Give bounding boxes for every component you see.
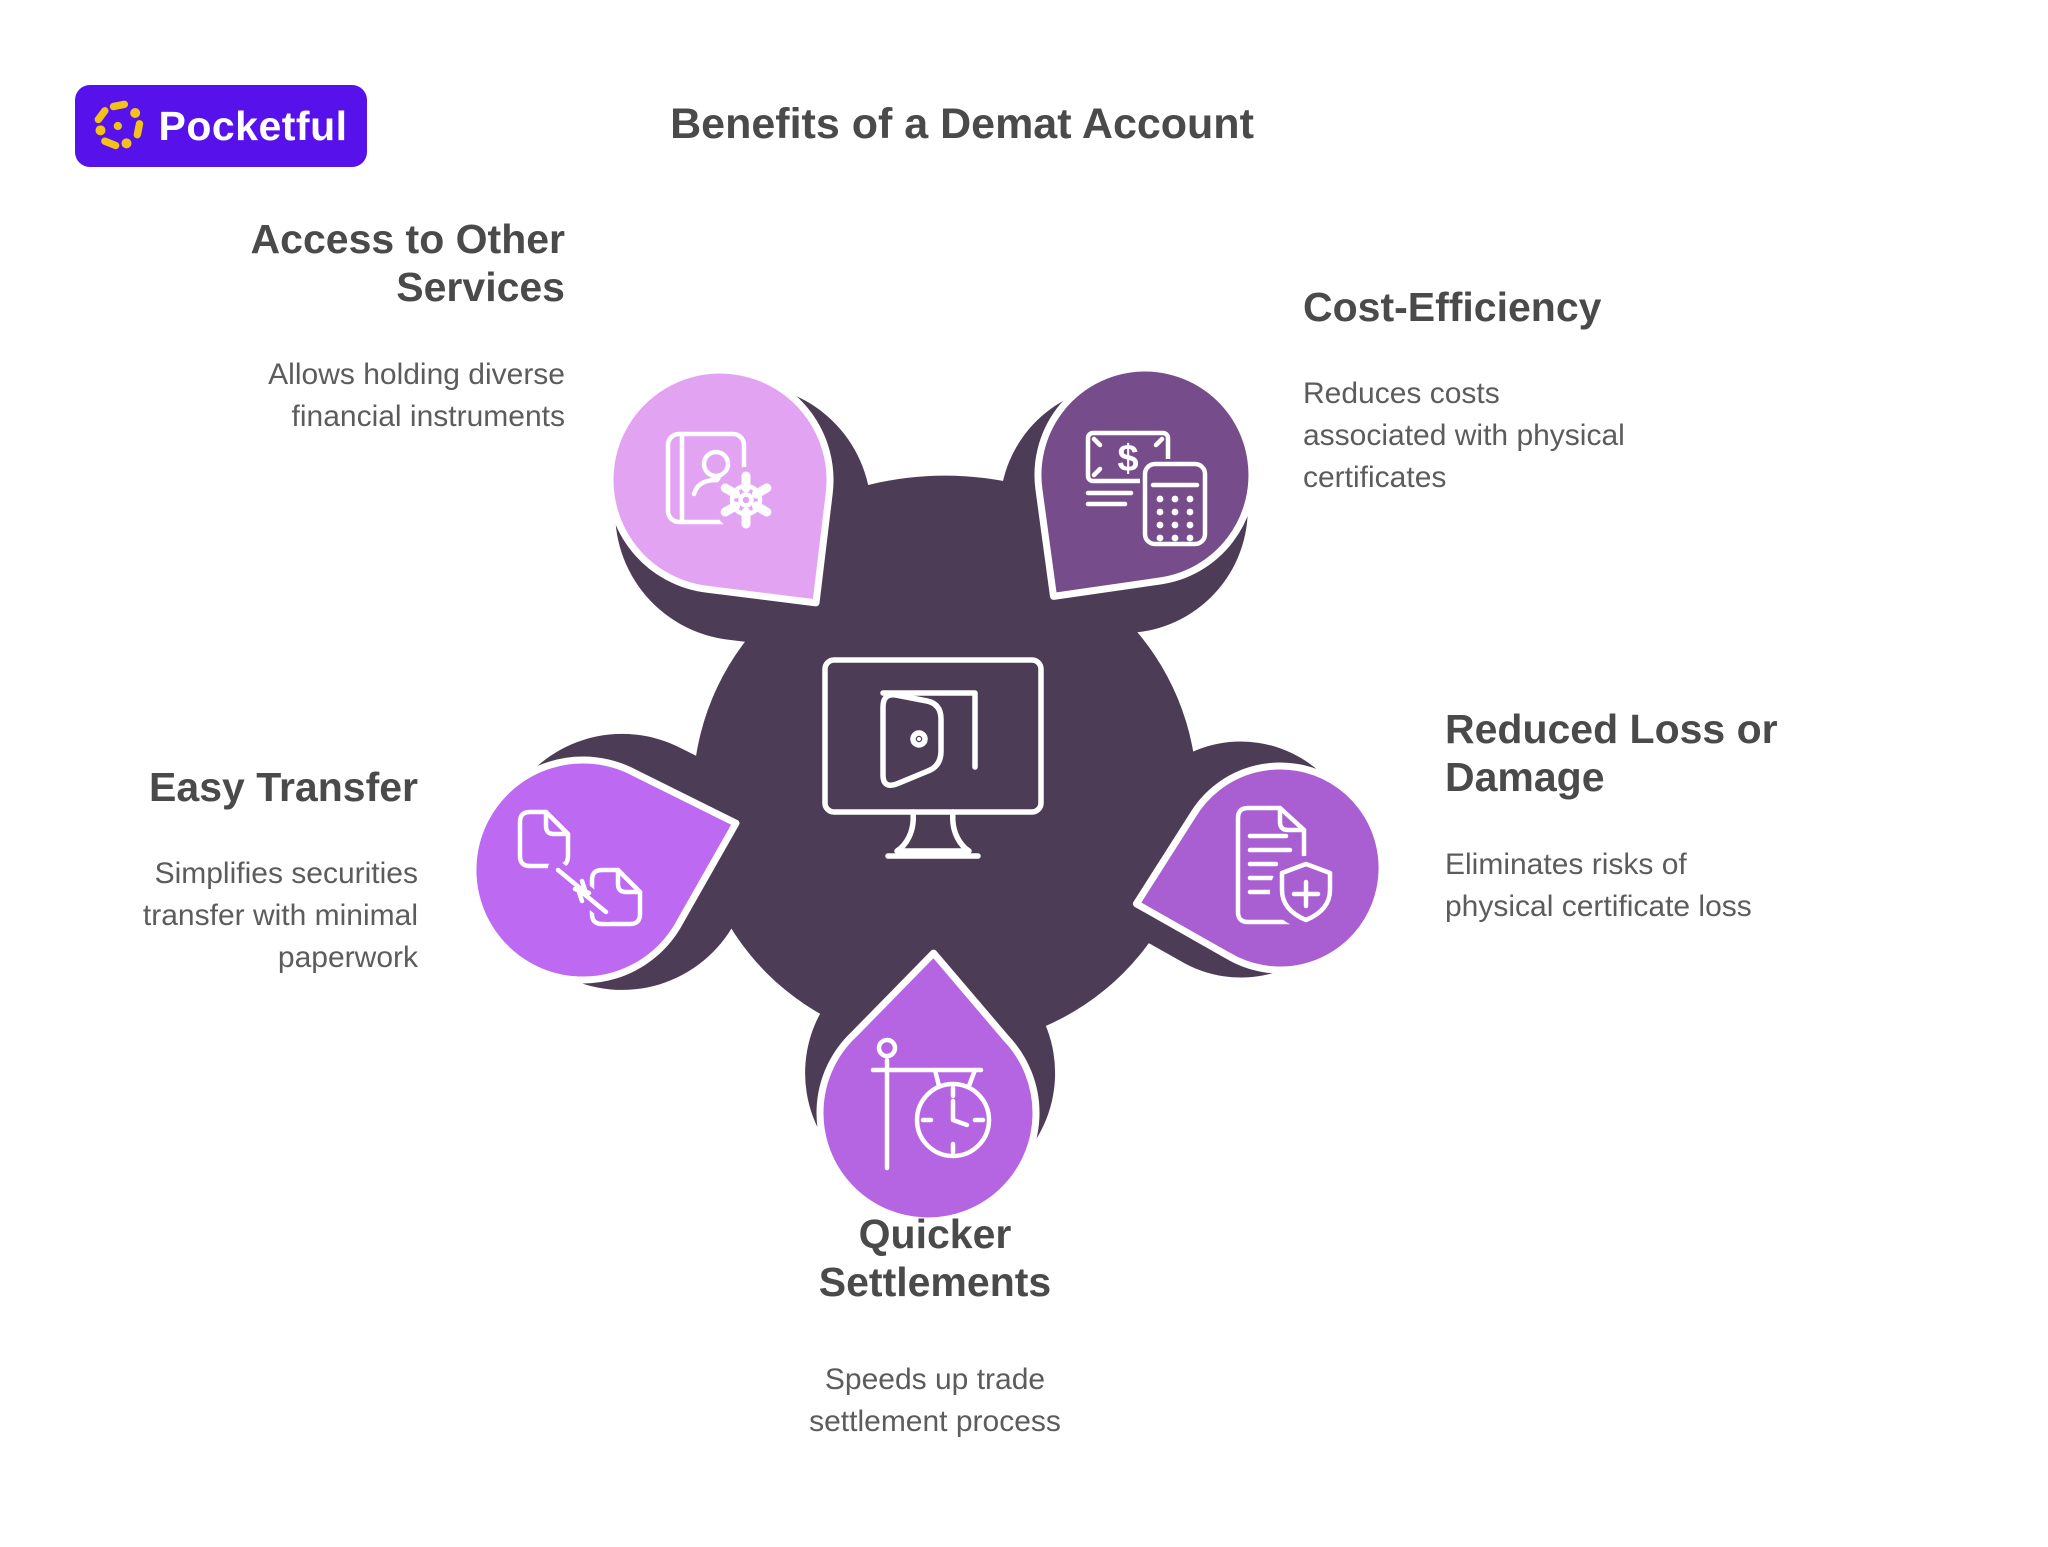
page-title: Benefits of a Demat Account <box>670 100 1254 148</box>
transfer-documents-icon <box>517 809 643 927</box>
petal-quicker-settlements <box>816 949 1040 1225</box>
starburst-logo-icon <box>95 100 144 150</box>
benefit-description: Simplifies securities transfer with mini… <box>142 857 418 975</box>
benefit-easy-transfer: Easy Transfer Simplifies securities tran… <box>40 763 418 979</box>
benefit-description: Speeds up trade settlement process <box>809 1362 1061 1438</box>
benefit-title: Access to Other Services <box>250 216 565 311</box>
logo-wordmark: Pocketful <box>158 102 348 149</box>
benefit-title: Quicker Settlements <box>818 1211 1052 1306</box>
contact-book-gear-icon <box>665 431 779 533</box>
benefit-title: Cost-Efficiency <box>1303 284 1602 330</box>
benefit-access-services: Access to Other Services Allows holding … <box>100 215 565 438</box>
demat-monitor-door-icon <box>822 657 1044 859</box>
benefit-reduced-loss: Reduced Loss or Damage Eliminates risks … <box>1445 705 1905 928</box>
benefit-title: Easy Transfer <box>149 764 418 810</box>
benefit-quicker-settlements: Quicker Settlements Speeds up trade sett… <box>665 1210 1205 1443</box>
benefit-description: Allows holding diverse financial instrum… <box>268 357 565 433</box>
benefit-description: Reduces costs associated with physical c… <box>1303 377 1625 495</box>
pocketful-logo: Pocketful <box>75 85 367 167</box>
dollar-symbol: $ <box>1117 438 1138 480</box>
benefit-title: Reduced Loss or Damage <box>1445 706 1778 801</box>
hanging-clock-icon <box>870 1037 992 1171</box>
banknote-calculator-icon: $ <box>1085 430 1210 549</box>
document-shield-plus-icon <box>1235 805 1342 928</box>
benefit-cost-efficiency: Cost-Efficiency Reduces costs associated… <box>1303 283 1743 499</box>
benefit-description: Eliminates risks of physical certificate… <box>1445 847 1752 923</box>
